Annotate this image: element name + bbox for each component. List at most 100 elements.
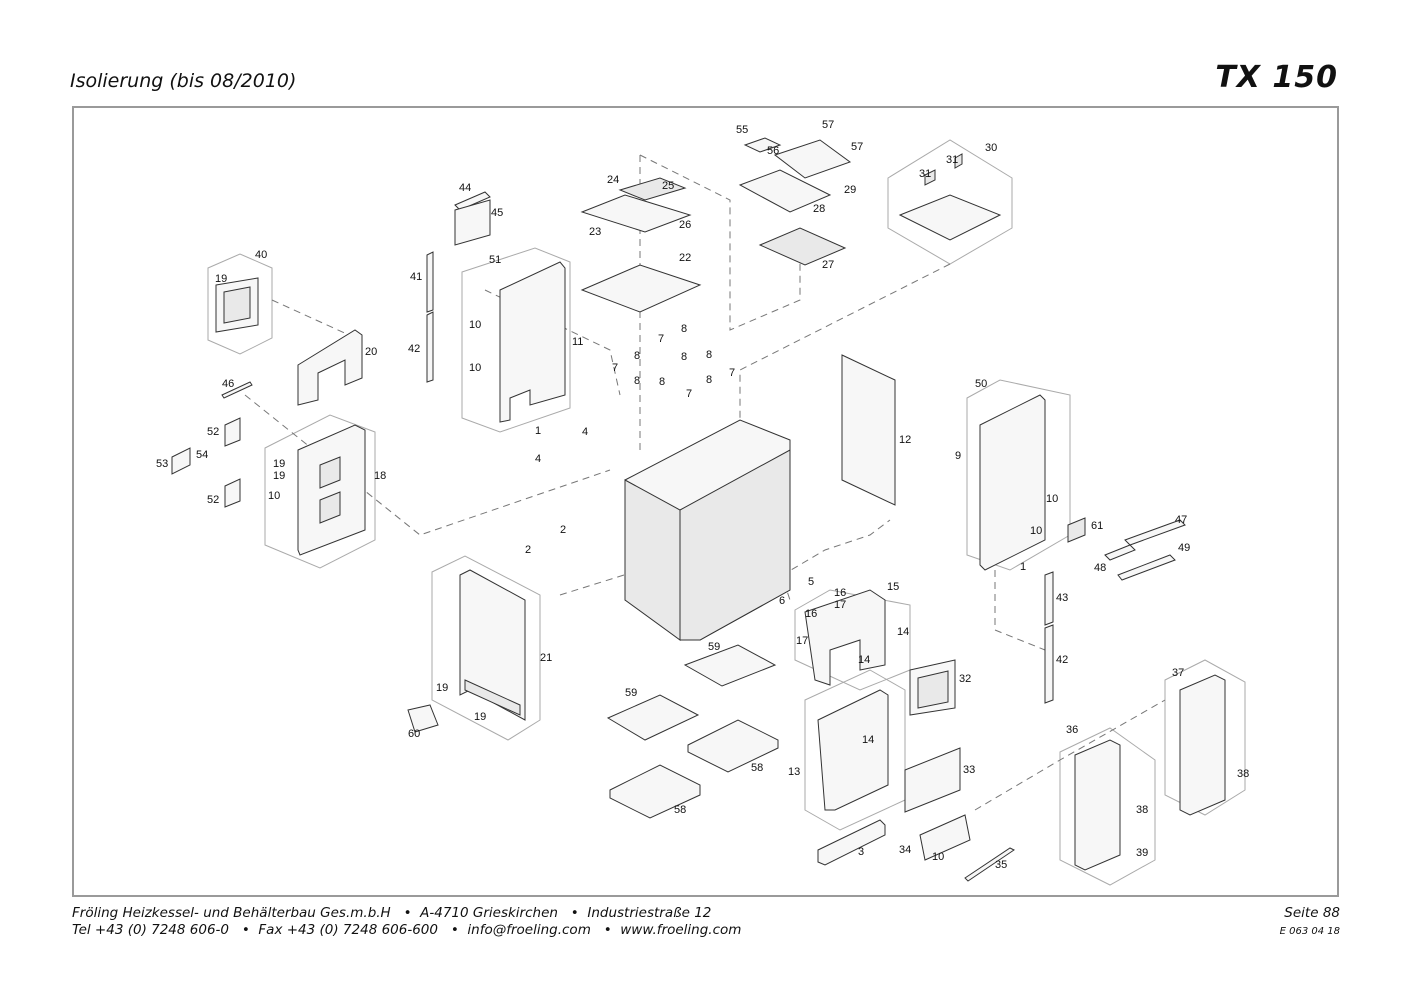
callout-19: 19 — [273, 470, 285, 482]
callout-15: 15 — [887, 581, 899, 593]
callout-2: 2 — [560, 524, 566, 536]
callout-40: 40 — [255, 249, 267, 261]
page-title: Isolierung (bis 08/2010) — [70, 70, 297, 92]
callout-19: 19 — [474, 711, 486, 723]
callout-45: 45 — [491, 207, 503, 219]
callout-21: 21 — [540, 652, 552, 664]
callout-57: 57 — [851, 141, 863, 153]
callout-55: 55 — [736, 124, 748, 136]
callout-17: 17 — [796, 635, 808, 647]
callout-12: 12 — [899, 434, 911, 446]
callout-27: 27 — [822, 259, 834, 271]
callout-13: 13 — [788, 766, 800, 778]
callout-8: 8 — [634, 375, 640, 387]
callout-52: 52 — [207, 494, 219, 506]
callout-7: 7 — [658, 333, 664, 345]
callout-22: 22 — [679, 252, 691, 264]
callout-38: 38 — [1136, 804, 1148, 816]
callout-34: 34 — [899, 844, 911, 856]
callout-44: 44 — [459, 182, 471, 194]
callout-8: 8 — [706, 349, 712, 361]
callout-8: 8 — [681, 351, 687, 363]
callout-58: 58 — [751, 762, 763, 774]
callout-10: 10 — [1046, 493, 1058, 505]
callout-31: 31 — [919, 168, 931, 180]
callout-14: 14 — [897, 626, 909, 638]
callout-39: 39 — [1136, 847, 1148, 859]
callout-25: 25 — [662, 180, 674, 192]
callout-28: 28 — [813, 203, 825, 215]
callout-3: 3 — [858, 846, 864, 858]
callout-43: 43 — [1056, 592, 1068, 604]
callout-10: 10 — [932, 851, 944, 863]
callout-54: 54 — [196, 449, 208, 461]
callout-17: 17 — [834, 599, 846, 611]
callout-9: 9 — [955, 450, 961, 462]
callout-42: 42 — [1056, 654, 1068, 666]
callout-8: 8 — [706, 374, 712, 386]
callout-10: 10 — [1030, 525, 1042, 537]
callout-46: 46 — [222, 378, 234, 390]
callout-31: 31 — [946, 154, 958, 166]
callout-1: 1 — [1020, 561, 1026, 573]
callout-4: 4 — [582, 426, 588, 438]
callout-35: 35 — [995, 859, 1007, 871]
callout-56: 56 — [767, 145, 779, 157]
callout-53: 53 — [156, 458, 168, 470]
callout-20: 20 — [365, 346, 377, 358]
drawing-frame — [72, 106, 1339, 897]
callout-16: 16 — [805, 608, 817, 620]
callout-8: 8 — [634, 350, 640, 362]
callout-42: 42 — [408, 343, 420, 355]
callout-10: 10 — [469, 319, 481, 331]
callout-1: 1 — [535, 425, 541, 437]
callout-7: 7 — [729, 367, 735, 379]
callout-30: 30 — [985, 142, 997, 154]
callout-7: 7 — [612, 362, 618, 374]
callout-33: 33 — [963, 764, 975, 776]
callout-37: 37 — [1172, 667, 1184, 679]
callout-5: 5 — [808, 576, 814, 588]
callout-49: 49 — [1178, 542, 1190, 554]
callout-29: 29 — [844, 184, 856, 196]
callout-14: 14 — [862, 734, 874, 746]
callout-6: 6 — [779, 595, 785, 607]
callout-58: 58 — [674, 804, 686, 816]
footer-company-address: Fröling Heizkessel- und Behälterbau Ges.… — [72, 905, 712, 921]
callout-23: 23 — [589, 226, 601, 238]
callout-19: 19 — [215, 273, 227, 285]
page-number: Seite 88 — [1284, 905, 1340, 921]
callout-60: 60 — [408, 728, 420, 740]
callout-19: 19 — [436, 682, 448, 694]
callout-7: 7 — [686, 388, 692, 400]
callout-32: 32 — [959, 673, 971, 685]
callout-48: 48 — [1094, 562, 1106, 574]
callout-59: 59 — [708, 641, 720, 653]
callout-36: 36 — [1066, 724, 1078, 736]
callout-18: 18 — [374, 470, 386, 482]
callout-labels: 1 1 2 2 3 4 4 5 6 7 7 7 7 8 8 8 8 8 8 8 … — [156, 119, 1249, 871]
callout-61: 61 — [1091, 520, 1103, 532]
callout-52: 52 — [207, 426, 219, 438]
callout-16: 16 — [834, 587, 846, 599]
callout-38: 38 — [1237, 768, 1249, 780]
callout-14: 14 — [858, 654, 870, 666]
callout-47: 47 — [1175, 514, 1187, 526]
callout-41: 41 — [410, 271, 422, 283]
callout-51: 51 — [489, 254, 501, 266]
callout-11: 11 — [572, 336, 583, 348]
callout-50: 50 — [975, 378, 987, 390]
callout-8: 8 — [659, 376, 665, 388]
callout-8: 8 — [681, 323, 687, 335]
callout-24: 24 — [607, 174, 619, 186]
callout-10: 10 — [268, 490, 280, 502]
callout-2: 2 — [525, 544, 531, 556]
parts — [171, 137, 1226, 882]
callout-19: 19 — [273, 458, 285, 470]
callout-4: 4 — [535, 453, 541, 465]
callout-10: 10 — [469, 362, 481, 374]
callout-59: 59 — [625, 687, 637, 699]
model-title: TX 150 — [1215, 60, 1338, 95]
callout-26: 26 — [679, 219, 691, 231]
